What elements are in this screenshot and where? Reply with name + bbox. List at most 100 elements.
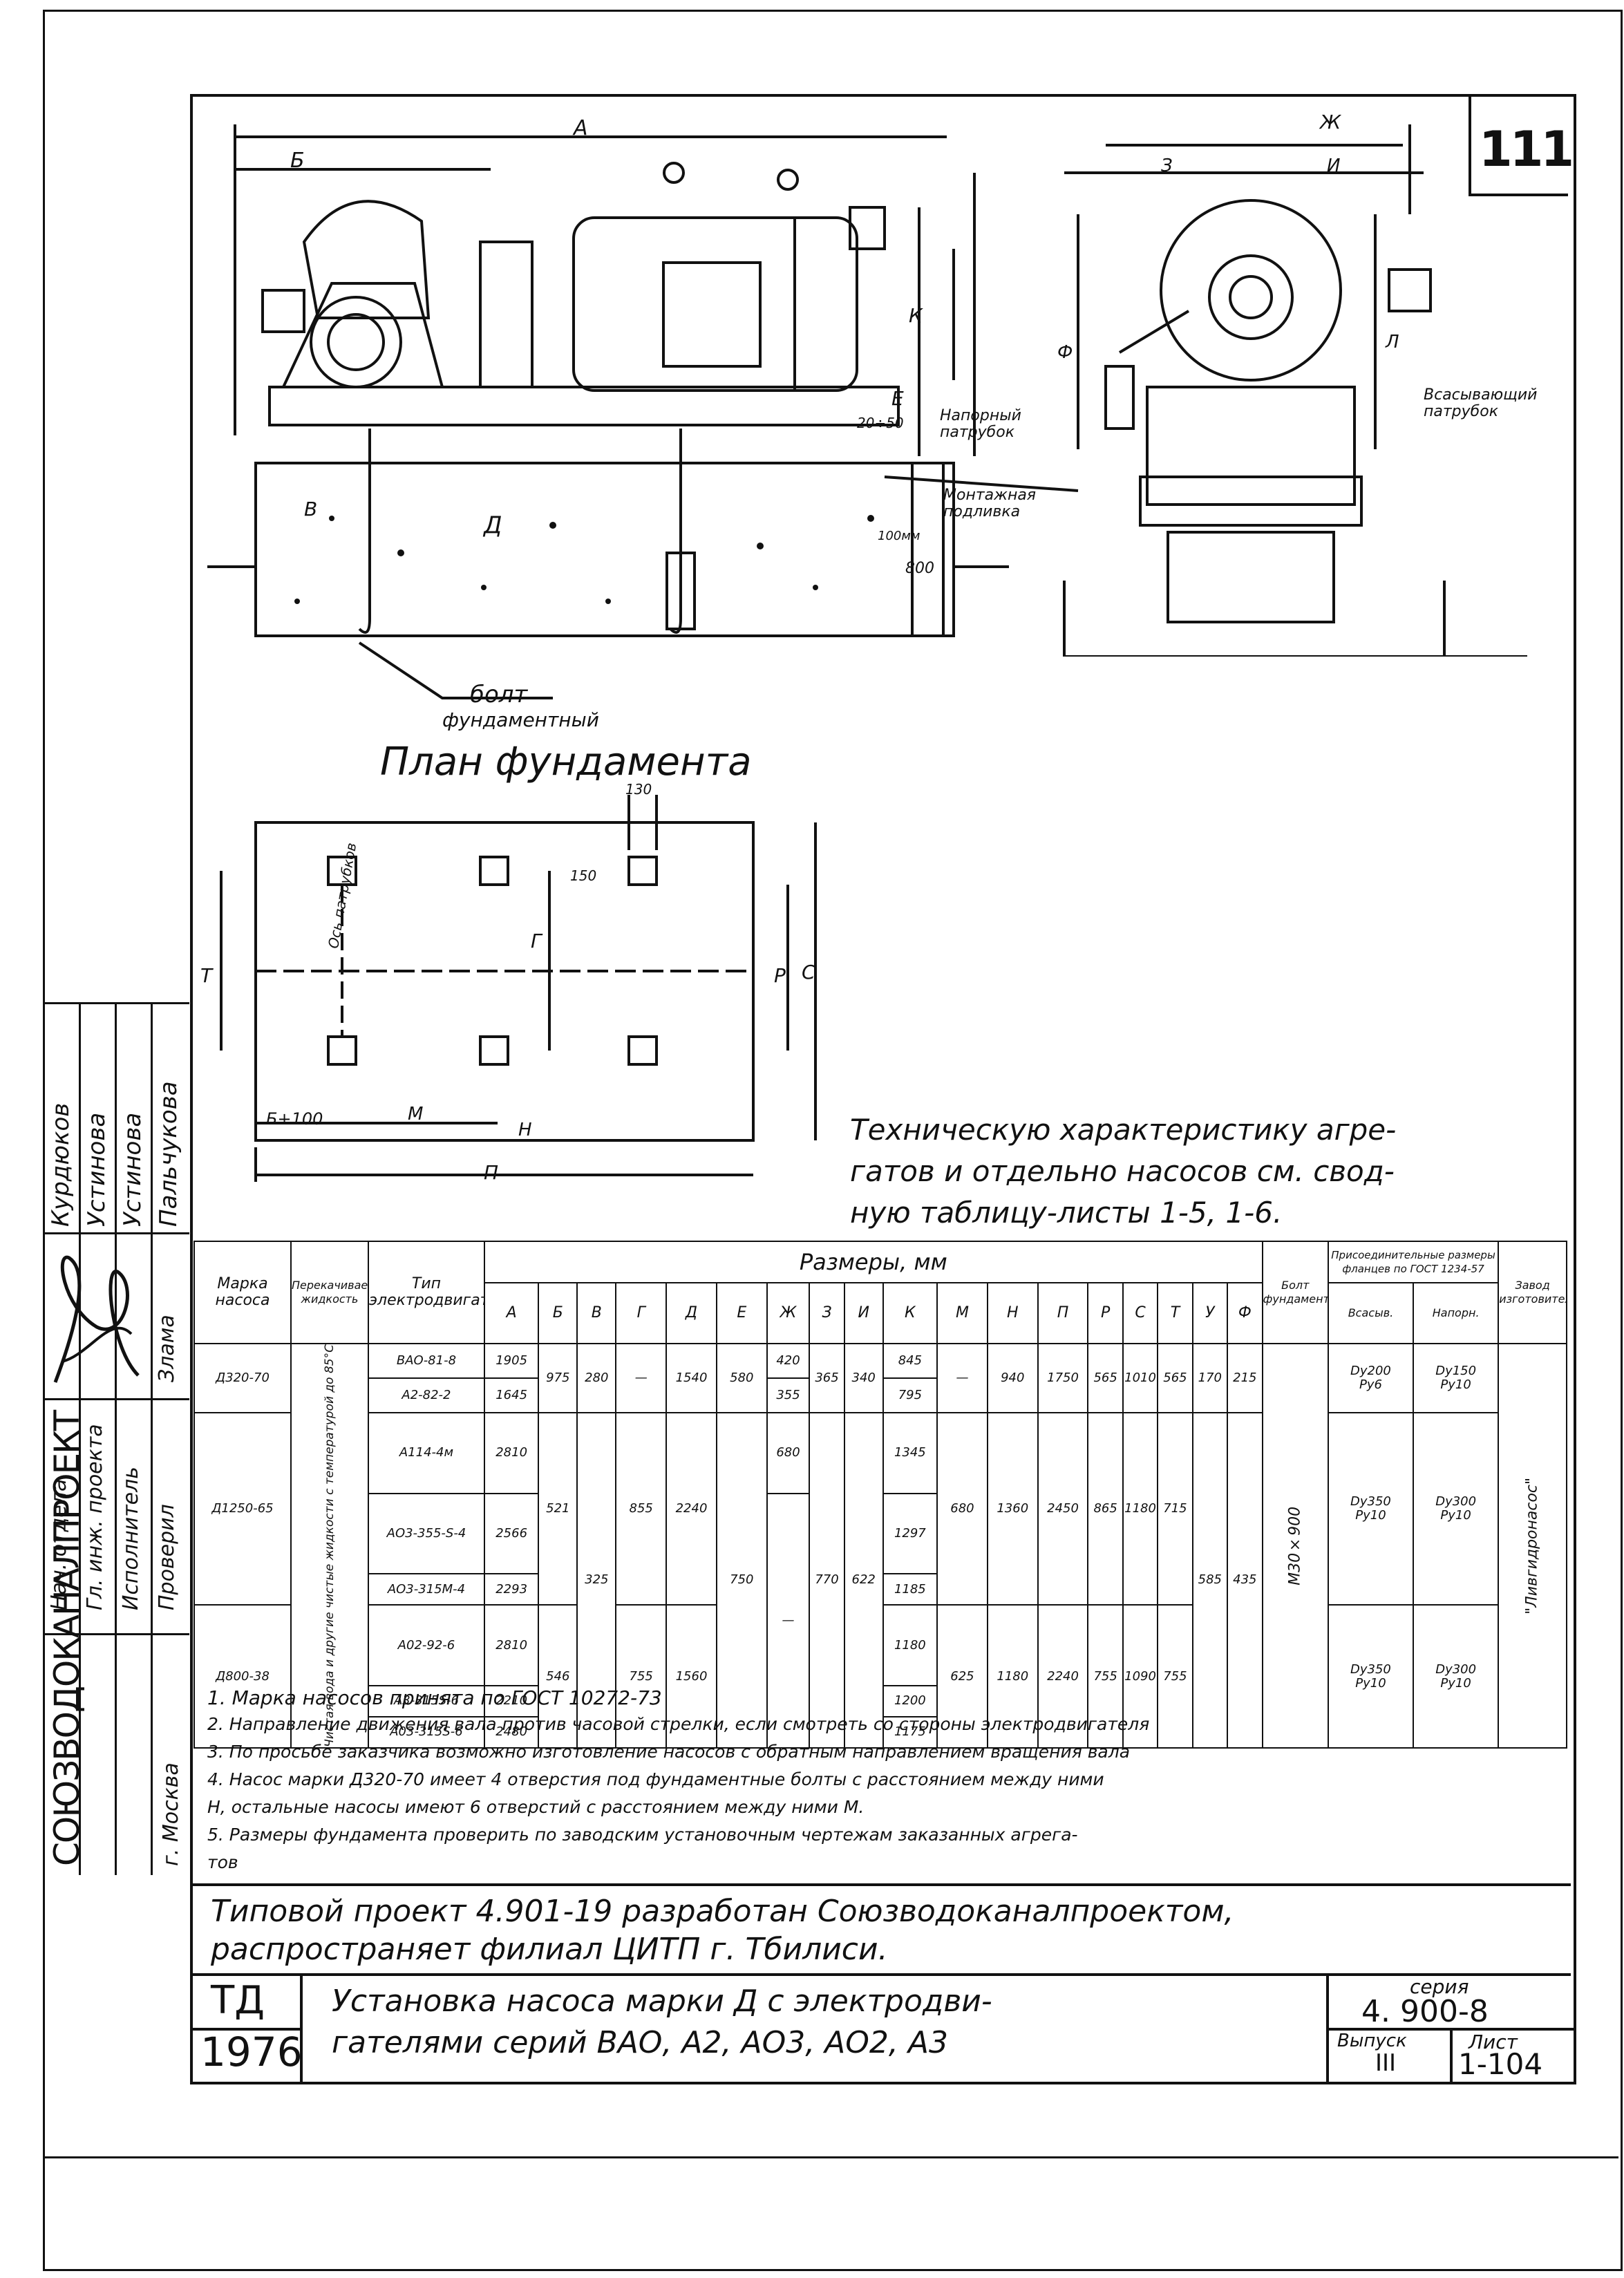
cell-z: 770	[809, 1412, 845, 1749]
cell-a: 1905	[483, 1343, 540, 1379]
cell-b: 521	[538, 1411, 578, 1606]
title-block	[193, 1973, 1574, 2082]
th-flange-s: Всасыв.	[1327, 1282, 1415, 1344]
plan-dim-150: 150	[570, 867, 597, 884]
spec-table: Марка насоса Перекачиваемая жидкость Тип…	[193, 1241, 1567, 1749]
th-dim: В	[576, 1282, 617, 1344]
motor-type: А03-315S-6	[367, 1715, 485, 1749]
dim-z: З	[1161, 156, 1173, 176]
dim-i: И	[1327, 156, 1341, 176]
th-dim: Ф	[1227, 1282, 1263, 1344]
cell-n: 1360	[986, 1411, 1039, 1606]
cell-s: 1090	[1122, 1604, 1159, 1749]
th-sizes: Размеры, мм	[483, 1241, 1263, 1283]
project-note-1: Типовой проект 4.901-19 разработан Союзв…	[211, 1894, 1234, 1929]
th-dim: А	[483, 1282, 540, 1344]
cell-b: 975	[538, 1343, 578, 1413]
dim-l: Л	[1386, 332, 1399, 352]
cell-p: 2240	[1037, 1604, 1089, 1749]
td-divider	[193, 2028, 300, 2031]
cell-k: 1200	[882, 1684, 938, 1717]
company-stamp: СОЮЗВОДОКАНАЛПРОЕКТ	[47, 1411, 87, 1866]
note-7: тов	[207, 1852, 238, 1872]
project-note-line	[193, 1883, 1571, 1886]
th-dim: М	[936, 1282, 988, 1344]
stamp-h1	[43, 1232, 189, 1234]
motor-type: А114-4м	[367, 1412, 485, 1494]
outer-frame	[43, 10, 1623, 2271]
cell-m: 625	[936, 1604, 988, 1749]
cell-t: 715	[1157, 1411, 1193, 1606]
dim-e: Е	[891, 387, 904, 410]
motor-type: АО3-315М-4	[367, 1573, 485, 1606]
motor-type: А02-92-6	[367, 1604, 485, 1686]
th-flange: Присоединительные размеры фланцев по ГОС…	[1327, 1241, 1500, 1283]
dim-zh: Ж	[1320, 111, 1341, 133]
cell-g: 755	[615, 1604, 668, 1749]
note-6: 5. Размеры фундамента проверить по завод…	[207, 1825, 1078, 1845]
cell-v: 325	[576, 1412, 617, 1749]
sheet-label: Лист	[1469, 2031, 1518, 2053]
cell-g: —	[615, 1343, 668, 1413]
cell-p: 1750	[1037, 1343, 1089, 1413]
note-3: 3. По просьбе заказчика возможно изготов…	[207, 1742, 1131, 1762]
flange-s-dn: Dу200	[1350, 1364, 1391, 1378]
th-type: Тип электродвигателей	[367, 1241, 485, 1344]
cell-r: 565	[1087, 1343, 1124, 1413]
pressure-pipe-label: Напорный патрубок	[940, 407, 1021, 441]
tech-note-3: ную таблицу-листы 1-5, 1-6.	[850, 1196, 1283, 1230]
plan-dim-130: 130	[625, 781, 652, 798]
cell-zh: 420	[766, 1343, 811, 1379]
cell-zh: 355	[766, 1377, 811, 1413]
cell-zh: 680	[766, 1412, 811, 1494]
city-label: г. Москва	[159, 1762, 183, 1866]
series-box	[1326, 1976, 1574, 2082]
stamp-h2	[43, 1398, 189, 1400]
role-4: Проверил	[155, 1504, 179, 1610]
left-stamp	[43, 1002, 189, 1875]
cell-a: 2810	[483, 1412, 540, 1494]
plan-dim-s: С	[802, 961, 815, 983]
cell-k: 1180	[882, 1604, 938, 1686]
th-dim: З	[809, 1282, 845, 1344]
cell-a: 2566	[483, 1492, 540, 1575]
plan-dim-p: П	[484, 1161, 499, 1184]
signer-2: Устинова	[83, 1112, 111, 1227]
sheet-value: 1-104	[1458, 2047, 1543, 2081]
plan-dim-n: Н	[518, 1120, 532, 1140]
issue-label: Выпуск	[1337, 2031, 1407, 2051]
cell-u: 170	[1191, 1343, 1229, 1413]
cell-a: 1645	[483, 1377, 540, 1413]
th-bolt: Болт фундаментный	[1261, 1241, 1329, 1344]
cell-i: 622	[843, 1412, 884, 1749]
th-dim: Р	[1087, 1282, 1124, 1344]
pump-mark: Д800-38	[193, 1604, 292, 1749]
cell-a: 2480	[483, 1715, 540, 1749]
signature-scribble	[53, 1255, 140, 1383]
cell-a: 2810	[483, 1604, 540, 1686]
role-3: Исполнитель	[119, 1467, 143, 1610]
plan-dim-r: Р	[774, 964, 786, 987]
th-dim: Ж	[766, 1282, 811, 1344]
dim-b: Б	[290, 149, 305, 173]
cell-t: 565	[1157, 1343, 1193, 1413]
issue-divider	[1450, 2028, 1453, 2082]
stamp-col-2	[79, 1004, 117, 1875]
th-dim: У	[1191, 1282, 1229, 1344]
plan-dim-m: М	[408, 1104, 424, 1124]
note-1: 1. Марка насосов принята по ГОСТ 10272-7…	[207, 1686, 662, 1709]
cell-f: 435	[1227, 1412, 1263, 1749]
suction-pipe-label: Всасывающий патрубок	[1424, 386, 1538, 420]
series-value: 4. 900-8	[1361, 1994, 1489, 2029]
maker-cell: "Ливгидронасос"	[1498, 1344, 1567, 1748]
flange-n-pn: Ру10	[1440, 1377, 1471, 1392]
th-dim: Е	[715, 1282, 768, 1344]
flange-n-dn: Dу150	[1435, 1364, 1477, 1378]
tech-note-1: Техническую характеристику агре-	[850, 1113, 1397, 1147]
plan-title: План фундамента	[380, 740, 752, 784]
cell-k: 795	[882, 1377, 938, 1413]
dim-f: Ф	[1057, 342, 1073, 363]
flange-s-pn: Ру10	[1355, 1508, 1386, 1523]
motor-type: АО3-355-S-4	[367, 1492, 485, 1575]
